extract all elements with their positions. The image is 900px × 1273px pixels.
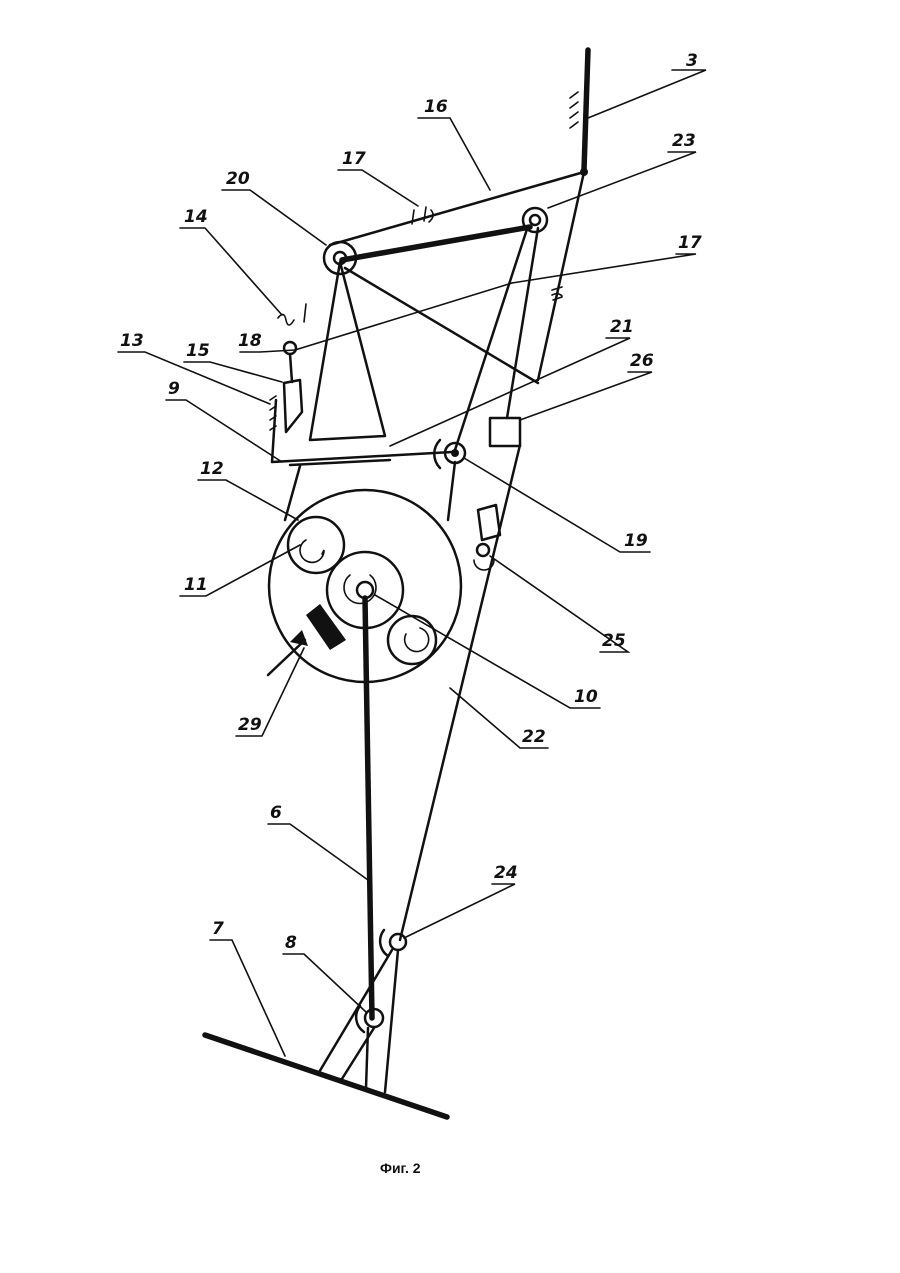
label-13: 13 bbox=[120, 331, 144, 351]
label-25: 25 bbox=[602, 631, 626, 651]
label-20: 20 bbox=[226, 169, 250, 189]
label-7: 7 bbox=[212, 919, 224, 939]
figure-caption: Фиг. 2 bbox=[380, 1160, 421, 1176]
label-22: 22 bbox=[522, 727, 546, 747]
label-8: 8 bbox=[285, 933, 297, 953]
label-24: 24 bbox=[494, 863, 518, 883]
label-12: 12 bbox=[200, 459, 224, 479]
label-14: 14 bbox=[184, 207, 208, 227]
label-17-top: 17 bbox=[342, 149, 366, 169]
label-19: 19 bbox=[624, 531, 648, 551]
label-6: 6 bbox=[270, 803, 282, 823]
label-23: 23 bbox=[672, 131, 696, 151]
label-18: 18 bbox=[238, 331, 262, 351]
label-11: 11 bbox=[184, 575, 208, 595]
lower-leg bbox=[205, 598, 447, 1117]
label-26: 26 bbox=[630, 351, 654, 371]
label-29: 29 bbox=[238, 715, 262, 735]
label-10: 10 bbox=[574, 687, 598, 707]
label-17-right: 17 bbox=[678, 233, 702, 253]
label-15: 15 bbox=[186, 341, 210, 361]
label-3: 3 bbox=[686, 51, 698, 71]
label-21: 21 bbox=[610, 317, 634, 337]
label-16: 16 bbox=[424, 97, 448, 117]
label-9: 9 bbox=[168, 379, 180, 399]
